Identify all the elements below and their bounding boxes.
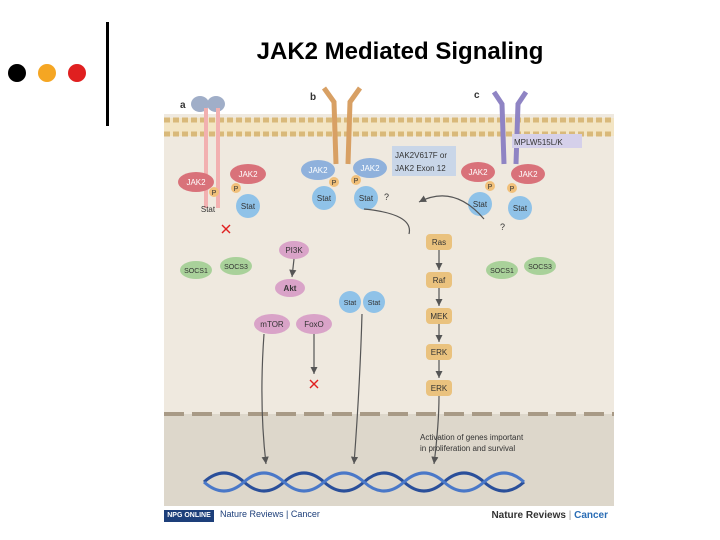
stat-dimer-left-label: Stat [344,300,357,307]
receptor-b [321,86,363,165]
p-a1 [209,187,219,197]
stat-b-left-label: Stat [317,194,332,203]
jak2-c-left [461,162,495,182]
jak2-b-right [353,158,387,178]
figure-footer: NPG ONLINE Nature Reviews | Cancer Natur… [164,509,614,523]
jak2-b-left [301,160,335,180]
slide-title: JAK2 Mediated Signaling [256,38,544,65]
erk-1 [426,344,452,360]
jak2-mutation-box [392,146,456,176]
title-divider [106,22,109,126]
jak2-v617f-label: JAK2V617F or [395,151,447,160]
stat-dimer-right [363,291,385,313]
stat-b-left [312,186,336,210]
p-a2 [231,183,241,193]
erk-2-label: ERK [431,384,448,393]
pi3k-label: PI3K [285,246,303,255]
question-mark-c: ? [500,222,505,232]
p-b1 [329,177,339,187]
ras-label: Ras [432,238,446,247]
jak2-a-right-label: JAK2 [238,170,258,179]
raf-label: Raf [433,276,446,285]
stat-dimer-left [339,291,361,313]
nature-reviews-logo: Nature Reviews | Cancer [491,510,608,521]
jak2-a-left [178,172,214,192]
jak2-a-right [230,164,266,184]
logo-main: Nature Reviews [491,510,566,521]
stat-c-right-label: Stat [513,204,528,213]
stat-a-right-label: Stat [241,202,256,211]
foxo-label: FoxO [304,320,324,329]
npg-badge: NPG ONLINE [164,510,214,522]
cell-membrane [164,117,614,137]
stat-c-left [468,192,492,216]
jak2-b-left-label: JAK2 [308,166,328,175]
pi3k [279,241,309,259]
socs1-c [486,261,518,279]
p-c2-label: P [510,186,515,193]
stat-b-right-label: Stat [359,194,374,203]
mpl-label-box [512,134,582,148]
receptor-a [191,96,225,208]
socs3-a [220,257,252,275]
akt-label: Akt [284,284,297,293]
jak2-c-left-label: JAK2 [468,168,488,177]
jak2-c-right [511,164,545,184]
panel-label-b: b [310,92,316,103]
p-b1-label: P [332,180,337,187]
panel-label-c: c [474,90,480,101]
p-c2 [507,183,517,193]
mek-label: MEK [430,312,448,321]
mpl-label: MPLW515L/K [514,138,563,147]
p-b2 [351,175,361,185]
black-dot [8,64,26,82]
logo-cancer: Cancer [574,510,608,521]
p-b2-label: P [354,178,359,185]
question-mark-b: ? [384,192,389,202]
erk-2 [426,380,452,396]
ras [426,234,452,250]
mtor [254,314,290,334]
socs3-c-label: SOCS3 [528,264,552,271]
panel-label-a: a [180,100,186,111]
socs3-c [524,257,556,275]
jak2-c-right-label: JAK2 [518,170,538,179]
inhibition-marks [221,224,319,389]
socs1-a [180,261,212,279]
logo-separator: | [568,510,572,521]
p-a2-label: P [234,186,239,193]
mek [426,308,452,324]
p-c1 [485,181,495,191]
dna-helix [202,471,526,493]
stat-b-right [354,186,378,210]
foxo [296,314,332,334]
stat-c-left-label: Stat [473,200,488,209]
stat-c-right [508,196,532,220]
stat-dimer-right-label: Stat [368,300,381,307]
orange-dot [38,64,56,82]
akt [275,279,305,297]
p-a1-label: P [212,190,217,197]
jak2-b-right-label: JAK2 [360,164,380,173]
socs1-c-label: SOCS1 [490,268,514,275]
nucleus [164,412,614,506]
p-c1-label: P [488,184,493,191]
decorative-dots [8,64,98,84]
stat-a-right [236,194,260,218]
jak2-exon12-label: JAK2 Exon 12 [395,164,446,173]
stat-a-left-label: Stat [201,205,216,214]
red-dot [68,64,86,82]
mtor-label: mTOR [260,320,284,329]
jak2-a-left-label: JAK2 [186,178,206,187]
jak2-pathway-figure: a b c JAK2V617F or JAK2 Exon 12 MPLW515L… [164,84,614,506]
activation-text-2: in proliferation and survival [420,444,515,453]
erk-1-label: ERK [431,348,448,357]
socs3-a-label: SOCS3 [224,264,248,271]
pathway-arrows [261,195,485,465]
citation-text: Nature Reviews | Cancer [220,509,320,519]
socs1-a-label: SOCS1 [184,268,208,275]
raf [426,272,452,288]
activation-text-1: Activation of genes important [420,433,524,442]
